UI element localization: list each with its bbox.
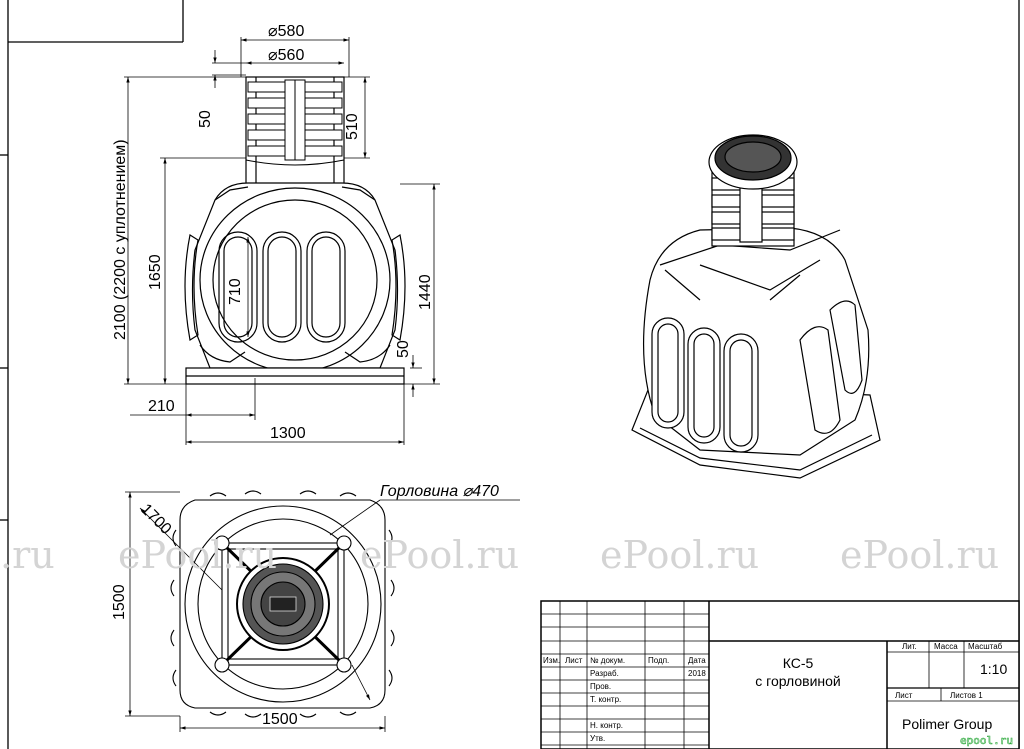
watermarks: .ru ePool.ru ePool.ru ePool.ru ePool.ru xyxy=(0,533,999,577)
tb-utv: Утв. xyxy=(590,734,605,743)
dim-2100: 2100 (2200 с уплотнением) xyxy=(112,139,129,340)
tb-sign: Подп. xyxy=(648,656,669,665)
tb-doc: № докум. xyxy=(590,656,625,665)
tb-list: Лист xyxy=(565,656,583,665)
watermark-1: ePool.ru xyxy=(118,533,277,577)
tb-nkontr: Н. контр. xyxy=(590,721,623,730)
tb-tkontr: Т. контр. xyxy=(590,695,621,704)
dim-1300: 1300 xyxy=(270,425,306,442)
dim-580: ⌀580 xyxy=(268,23,304,40)
dim-50-bottom: 50 xyxy=(395,340,412,358)
product-subtitle: с горловиной xyxy=(755,673,841,689)
tb-listov: Листов 1 xyxy=(950,691,983,700)
tb-izm: Изм. xyxy=(543,656,560,665)
watermark-4: ePool.ru xyxy=(840,533,999,577)
tb-year: 2018 xyxy=(688,669,706,678)
product-name: КС-5 xyxy=(783,655,814,671)
front-view xyxy=(184,76,406,385)
tb-prov: Пров. xyxy=(590,682,611,691)
tb-lit: Лит. xyxy=(902,642,917,651)
isometric-view xyxy=(631,134,881,479)
front-dimensions xyxy=(124,37,440,445)
title-block xyxy=(540,600,1020,749)
watermark-2: ePool.ru xyxy=(360,533,519,577)
neck-label: Горловина ⌀470 xyxy=(380,483,499,500)
watermark-3: ePool.ru xyxy=(600,533,759,577)
company-name: Polimer Group xyxy=(902,716,992,732)
dim-1500-vertical: 1500 xyxy=(111,584,128,620)
tb-razrab: Разраб. xyxy=(590,669,619,678)
watermark-left: .ru xyxy=(0,533,55,577)
tb-scale: 1:10 xyxy=(980,661,1007,677)
neck-ribs xyxy=(245,79,345,166)
tb-list2: Лист xyxy=(895,691,913,700)
tb-masshtab: Масштаб xyxy=(968,642,1003,651)
dim-210: 210 xyxy=(148,398,175,415)
dim-1650: 1650 xyxy=(147,254,164,290)
dim-50-top: 50 xyxy=(197,110,214,128)
top-view xyxy=(170,490,395,718)
dim-510: 510 xyxy=(344,113,361,140)
top-dimensions xyxy=(125,491,520,732)
dim-1500-horizontal: 1500 xyxy=(262,711,298,728)
tb-date: Дата xyxy=(688,656,706,665)
dim-710: 710 xyxy=(227,278,244,305)
front-dimension-labels: ⌀580 ⌀560 50 510 2100 (2200 с уплотнение… xyxy=(112,23,434,442)
tb-massa: Масса xyxy=(934,642,958,651)
dim-1440: 1440 xyxy=(417,274,434,310)
dim-560: ⌀560 xyxy=(268,47,304,64)
corner-logo: epool.ru xyxy=(960,734,1013,747)
title-block-text: Изм. Лист № докум. Подп. Дата Разраб. 20… xyxy=(543,642,1013,747)
